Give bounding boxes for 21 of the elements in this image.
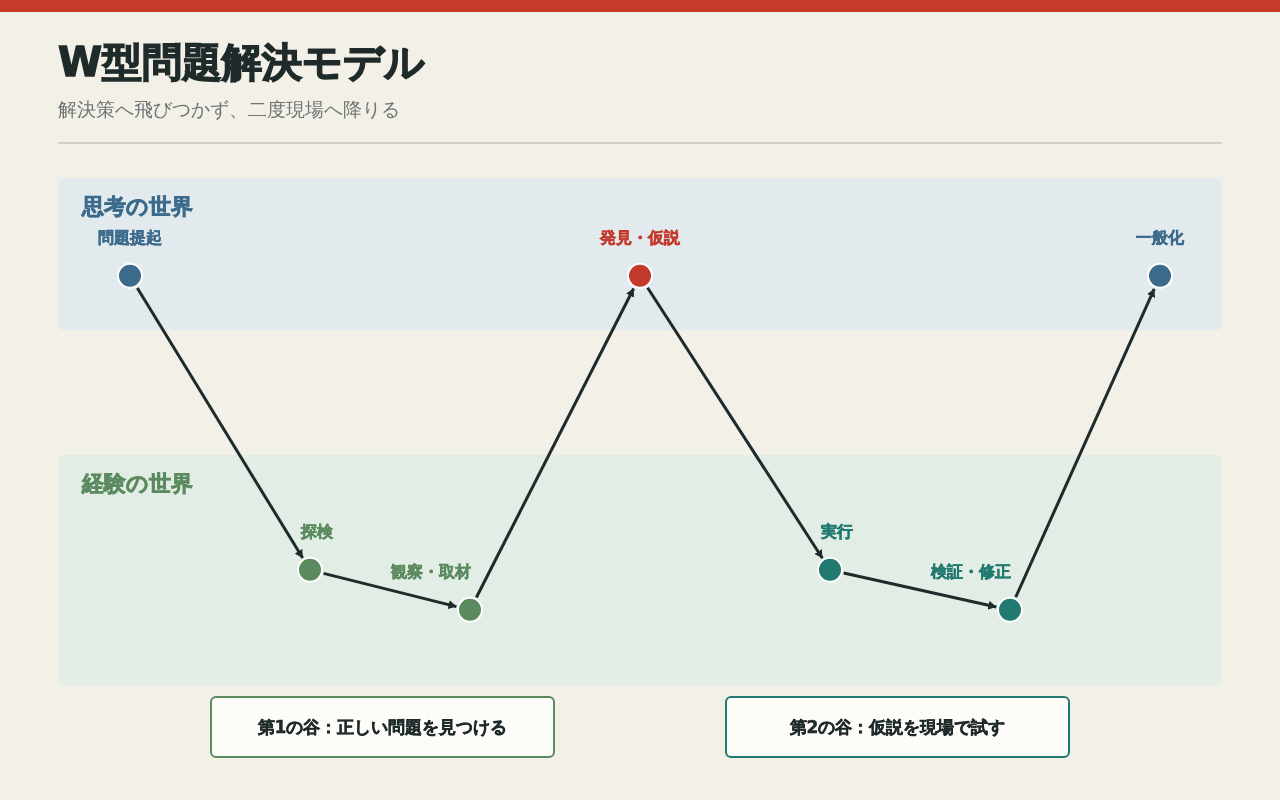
milestone-label: 発見・仮説 [600,227,680,247]
diagram-subtitle: 解決策へ飛びつかず、二度現場へ降りる [58,97,400,122]
diagram-title: W型問題解決モデル [58,38,426,86]
arrow [323,571,457,610]
milestone-label: 実行 [821,521,853,541]
arrow [475,287,635,599]
band-heading: 経験の世界 [82,471,193,498]
arrow [646,286,824,560]
arrow [1014,288,1156,598]
band-heading: 思考の世界 [82,194,193,221]
milestone-label: 観察・取材 [391,561,471,581]
milestone-label: 問題提起 [98,227,162,247]
milestone-label: 探検 [301,521,333,541]
world-band [58,178,1222,330]
milestone-label: 一般化 [1136,227,1184,247]
world-band [58,455,1222,686]
milestone-label: 検証・修正 [931,561,1011,581]
valley-callout: 第2の谷：仮説を現場で試す [725,696,1070,758]
arrow [843,571,997,610]
arrow [136,287,304,559]
valley-callout: 第1の谷：正しい問題を見つける [210,696,555,758]
